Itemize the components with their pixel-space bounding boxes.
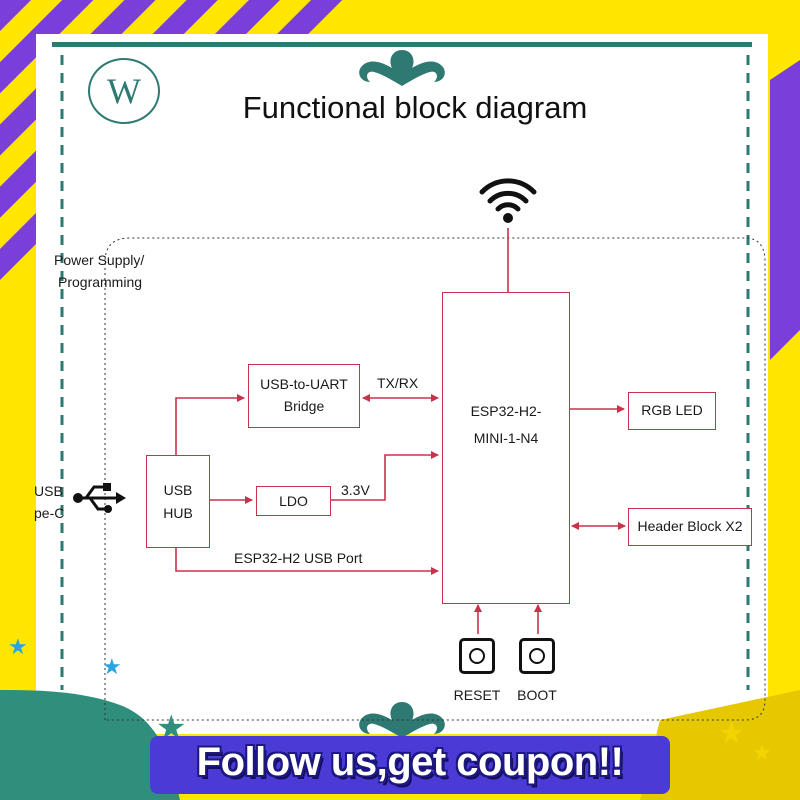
esp32-label-line1: ESP32-H2-: [470, 403, 542, 419]
rgb-led-label: RGB LED: [641, 402, 703, 418]
usb-typec-label-line2: pe-C: [34, 505, 65, 521]
wifi-icon: [479, 178, 537, 223]
usb-hub-block: USB HUB: [146, 455, 210, 548]
star-icon: ★: [718, 717, 745, 750]
tx-rx-label: TX/RX: [377, 375, 419, 391]
star-icon: ★: [752, 740, 772, 765]
promo-text: Follow us,get coupon!!: [196, 740, 624, 784]
esp32-label-line2: MINI-1-N4: [473, 430, 539, 446]
boot-label: BOOT: [517, 687, 557, 703]
ldo-label: LDO: [279, 493, 308, 509]
power-supply-label-line2: Programming: [58, 274, 143, 290]
reset-label: RESET: [453, 687, 501, 703]
ornament-top: [359, 50, 445, 86]
usb-to-uart-label-line2: Bridge: [283, 398, 325, 414]
diagram-title: Functional block diagram: [242, 90, 588, 125]
star-icon: ★: [102, 654, 122, 679]
usb-hub-label-line1: USB: [163, 482, 193, 498]
usb-to-uart-bridge-block: USB-to-UART Bridge: [248, 364, 360, 428]
rgb-led-block: RGB LED: [628, 392, 716, 430]
ldo-block: LDO: [256, 486, 331, 516]
star-icon: ★: [8, 634, 28, 659]
esp32-module-block: ESP32-H2- MINI-1-N4: [442, 292, 570, 604]
usb-to-uart-label-line1: USB-to-UART: [260, 376, 348, 392]
reset-button-icon: [459, 638, 495, 674]
power-supply-label-line1: Power Supply/: [54, 252, 145, 268]
voltage-label: 3.3V: [341, 482, 370, 498]
usb-port-label: ESP32-H2 USB Port: [234, 550, 363, 566]
usb-typec-label-line1: USB: [34, 483, 63, 499]
promo-banner: Follow us,get coupon!!: [150, 736, 670, 794]
usb-hub-label-line2: HUB: [163, 505, 193, 521]
brand-logo-letter: W: [107, 71, 141, 111]
header-block: Header Block X2: [628, 508, 752, 546]
usb-icon: [73, 483, 126, 513]
boot-button-icon: [519, 638, 555, 674]
brand-logo: W: [88, 58, 160, 124]
header-block-label: Header Block X2: [637, 518, 743, 534]
